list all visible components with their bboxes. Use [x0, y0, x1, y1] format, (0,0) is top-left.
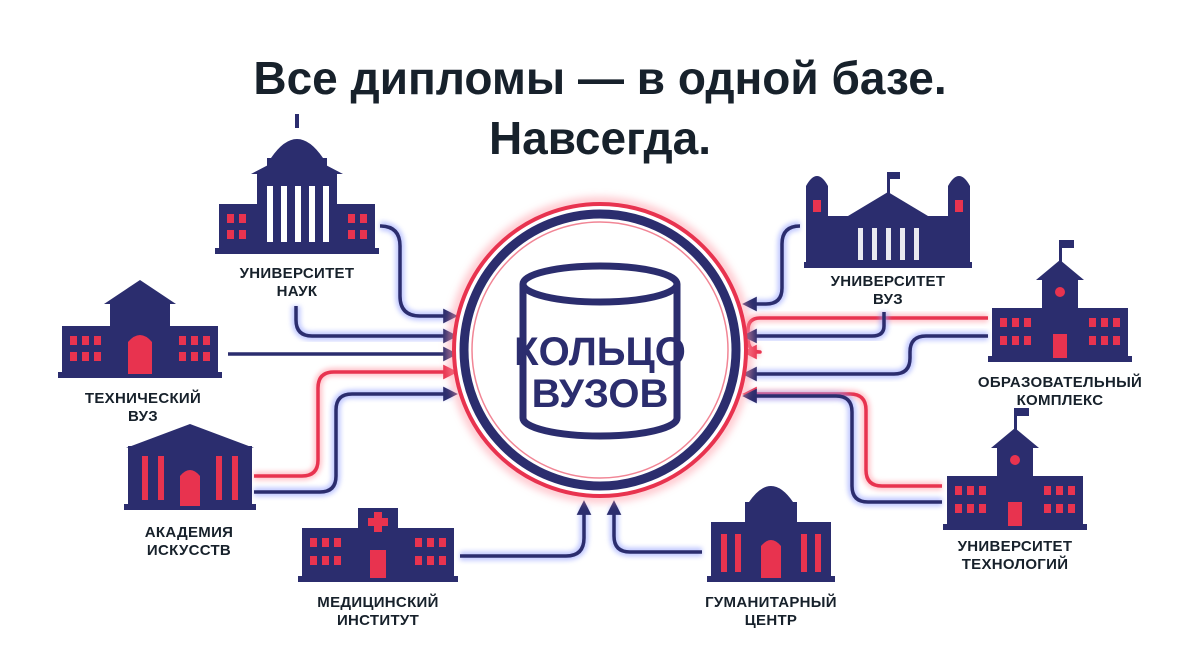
building-icon: [988, 240, 1132, 362]
university-vuz-node: УНИВЕРСИТЕТ ВУЗ: [804, 172, 972, 308]
node-label-line-2: ТЕХНОЛОГИЙ: [962, 555, 1069, 573]
arrow-icon: [379, 224, 458, 324]
connector-glow: [254, 367, 452, 481]
building-icon: [298, 508, 458, 582]
building-icon: [804, 172, 972, 268]
node-label-line-2: ИСКУССТВ: [147, 542, 231, 559]
title-line-1: Все дипломы — в одной базе.: [253, 52, 947, 104]
node-label-line-1: МЕДИЦИНСКИЙ: [317, 593, 438, 611]
arrow-icon: [606, 500, 702, 554]
arrow-icon: [742, 334, 988, 382]
arrow-icon: [254, 364, 458, 478]
connector-glow: [379, 221, 452, 321]
arrow-icon: [742, 312, 886, 344]
university-science-node: УНИВЕРСИТЕТ НАУК: [215, 114, 379, 300]
connector-glow: [460, 506, 589, 561]
educational-complex-node: ОБРАЗОВАТЕЛЬНЫЙ КОМПЛЕКС: [978, 240, 1142, 409]
node-label-line-2: ВУЗ: [128, 408, 158, 425]
technical-university-node: ТЕХНИЧЕСКИЙ ВУЗ: [58, 280, 222, 425]
arts-academy-node: АКАДЕМИЯ ИСКУССТВ: [124, 424, 256, 559]
building-icon: [58, 280, 222, 378]
node-label-line-1: УНИВЕРСИТЕТ: [831, 273, 946, 290]
arrow-icon: [460, 500, 592, 558]
hub-label-line-2: ВУЗОВ: [532, 372, 669, 416]
node-label-line-1: УНИВЕРСИТЕТ: [958, 538, 1073, 555]
node-label-line-1: ОБРАЗОВАТЕЛЬНЫЙ: [978, 373, 1142, 391]
connector-glow: [609, 506, 702, 557]
arrow-icon: [742, 386, 942, 488]
building-icon: [943, 408, 1087, 530]
node-label-line-2: ВУЗ: [873, 291, 903, 308]
arrow-icon: [742, 388, 942, 504]
node-label-line-2: ИНСТИТУТ: [337, 612, 419, 629]
connector-glow: [748, 221, 801, 309]
connector-lines: [228, 221, 988, 561]
node-label-line-1: АКАДЕМИЯ: [145, 524, 234, 541]
university-technology-node: УНИВЕРСИТЕТ ТЕХНОЛОГИЙ: [943, 408, 1087, 573]
building-icon: [215, 114, 379, 254]
building-icon: [124, 424, 256, 510]
title-line-2: Навсегда.: [488, 112, 712, 164]
node-label-line-2: КОМПЛЕКС: [1017, 392, 1104, 409]
connector-glow: [748, 331, 988, 379]
medical-institute-node: МЕДИЦИНСКИЙ ИНСТИТУТ: [298, 508, 458, 629]
arrow-icon: [742, 224, 801, 312]
arrow-icon: [294, 306, 458, 344]
humanities-center-node: ГУМАНИТАРНЫЙ ЦЕНТР: [705, 486, 837, 629]
database-cylinder-icon: [519, 262, 681, 440]
node-label-line-2: ЦЕНТР: [745, 612, 797, 629]
arrow-icon: [254, 386, 458, 494]
hub-label-line-1: КОЛЬЦО: [514, 330, 686, 374]
page-title: Все дипломы — в одной базе. Навсегда.: [0, 48, 1200, 168]
node-label-line-1: ГУМАНИТАРНЫЙ: [705, 593, 837, 611]
building-icon: [707, 486, 835, 582]
node-label-line-1: ТЕХНИЧЕСКИЙ: [85, 389, 201, 407]
node-label-line-1: УНИВЕРСИТЕТ: [240, 265, 355, 282]
connector-glow: [748, 389, 942, 491]
node-label-line-2: НАУК: [277, 283, 318, 300]
connector-glow: [291, 306, 452, 341]
